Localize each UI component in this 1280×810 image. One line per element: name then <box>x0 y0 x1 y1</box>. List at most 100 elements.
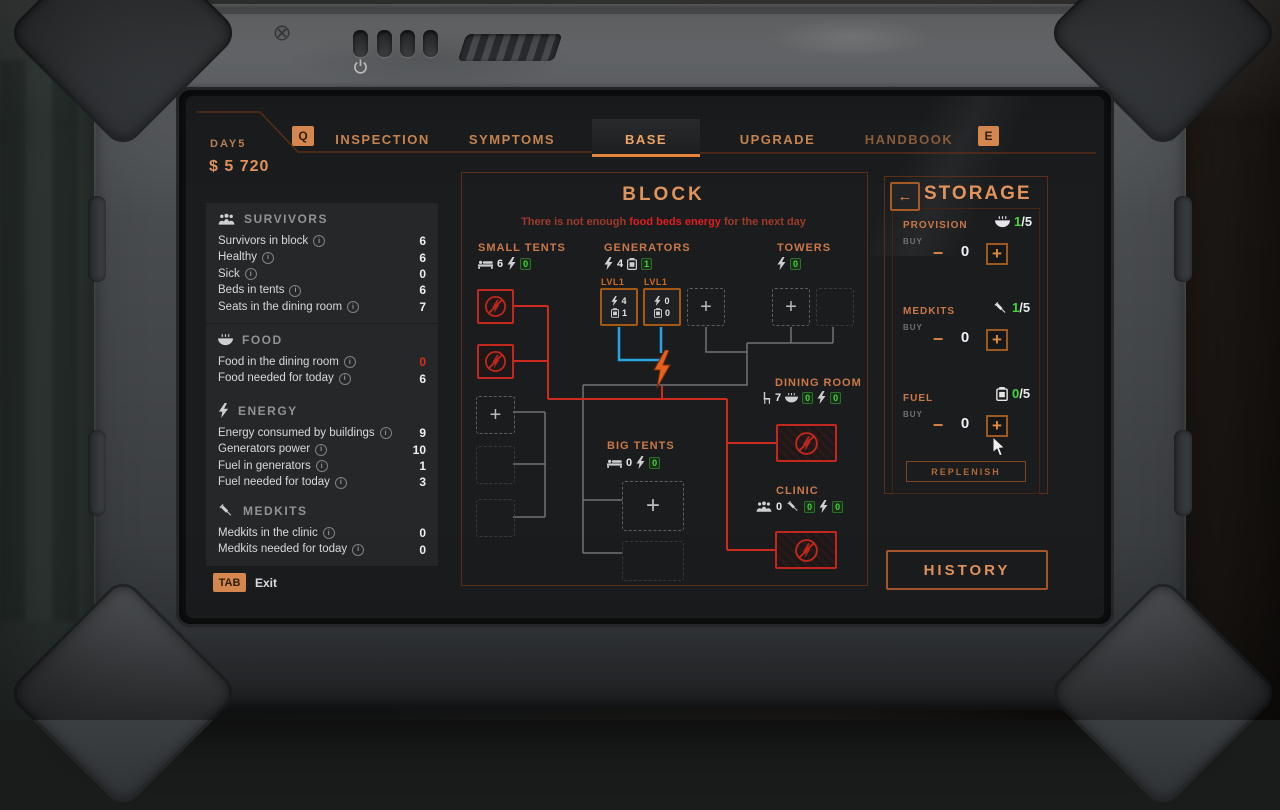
generator-level: LVL1 <box>644 277 668 287</box>
tower-build-slot[interactable]: + <box>772 288 810 326</box>
tab-inspection[interactable]: INSPECTION <box>335 131 430 147</box>
small-tent-building-no-power[interactable] <box>477 289 514 324</box>
device-side-bumper <box>1174 196 1192 282</box>
dining-room-stats: 7 0 0 <box>763 391 842 404</box>
tab-base[interactable]: BASE <box>624 131 668 147</box>
generator-building[interactable]: 0 0 <box>643 288 681 326</box>
energy-icon <box>817 391 826 404</box>
clinic-label: CLINIC <box>776 485 819 497</box>
food-icon <box>785 392 799 402</box>
hotkey-q-badge[interactable]: Q <box>292 126 314 146</box>
small-tents-label: SMALL TENTS <box>478 242 566 254</box>
device-side-bumper <box>1174 430 1192 516</box>
tab-upgrade[interactable]: UPGRADE <box>739 131 816 147</box>
small-tent-building-no-power[interactable] <box>477 344 514 379</box>
day-counter: DAY5 <box>210 138 247 150</box>
generators-label: GENERATORS <box>604 242 691 254</box>
replenish-button[interactable]: REPLENISH <box>906 461 1026 482</box>
dining-room-label: DINING ROOM <box>775 377 862 389</box>
device-button <box>353 30 368 57</box>
info-icon[interactable]: i <box>244 268 257 281</box>
device-button <box>423 30 438 57</box>
panel-title: SURVIVORS <box>244 212 328 226</box>
provision-label: PROVISION <box>903 220 968 231</box>
people-icon <box>218 213 235 225</box>
info-icon[interactable]: i <box>315 460 328 473</box>
medkits-decrease-button[interactable]: − <box>932 328 944 349</box>
info-icon[interactable]: i <box>338 372 351 385</box>
provision-stock: 1/5 <box>995 214 1032 229</box>
bed-icon <box>478 260 493 269</box>
device-vent-grille <box>457 34 563 61</box>
fuel-decrease-button[interactable]: − <box>932 414 944 435</box>
device-side-bumper <box>88 196 106 282</box>
energy-icon <box>604 257 613 270</box>
provision-decrease-button[interactable]: − <box>932 242 944 263</box>
storage-inner-frame <box>892 208 1040 494</box>
medkits-increase-button[interactable]: + <box>986 329 1008 351</box>
power-icon <box>354 59 367 74</box>
food-icon <box>995 215 1010 227</box>
tab-symptoms[interactable]: SYMPTOMS <box>468 131 556 147</box>
dining-room-building-no-power[interactable] <box>776 424 837 462</box>
small-tent-build-slot[interactable]: + <box>476 396 515 434</box>
locked-build-slot <box>622 541 684 581</box>
medkits-label: MEDKITS <box>903 306 955 317</box>
fuel-icon <box>996 386 1008 401</box>
provision-increase-button[interactable]: + <box>986 243 1008 265</box>
device-side-bumper <box>88 430 106 516</box>
generators-stats: 4 1 <box>604 257 653 270</box>
energy-icon <box>611 296 619 306</box>
buy-label: BUY <box>903 410 923 419</box>
panel-title: MEDKITS <box>243 503 308 518</box>
exit-key-badge[interactable]: TAB <box>213 573 246 592</box>
history-button[interactable]: HISTORY <box>886 550 1048 590</box>
generator-build-slot[interactable]: + <box>687 288 725 326</box>
energy-icon <box>777 257 786 270</box>
exit-label: Exit <box>255 576 278 590</box>
storage-title: STORAGE <box>924 183 1032 204</box>
info-icon[interactable]: i <box>334 476 347 489</box>
buy-label: BUY <box>903 323 923 332</box>
info-icon[interactable]: i <box>352 543 365 556</box>
locked-build-slot <box>476 499 515 537</box>
info-icon[interactable]: i <box>262 251 274 264</box>
energy-icon <box>218 403 229 418</box>
block-title: BLOCK <box>622 184 705 205</box>
big-tent-build-slot[interactable]: + <box>622 481 684 531</box>
info-icon[interactable]: i <box>379 427 392 440</box>
device-top-band <box>114 14 1166 90</box>
info-icon[interactable]: i <box>343 356 356 369</box>
syringe-icon <box>787 500 798 512</box>
info-icon[interactable]: i <box>289 284 302 297</box>
hotkey-e-badge[interactable]: E <box>978 126 999 146</box>
generator-building[interactable]: 4 1 <box>600 288 638 326</box>
clinic-building-no-power[interactable] <box>775 531 837 569</box>
fuel-icon <box>610 308 619 318</box>
fuel-increase-button[interactable]: + <box>986 415 1008 437</box>
big-tents-label: BIG TENTS <box>607 440 675 452</box>
power-surge-icon <box>653 350 671 388</box>
resource-warning: There is not enough food beds energy for… <box>521 216 806 228</box>
energy-icon <box>636 456 645 469</box>
fuel-stock: 0/5 <box>996 386 1030 401</box>
info-icon[interactable]: i <box>315 443 328 456</box>
tab-handbook[interactable]: HANDBOOK <box>864 131 954 147</box>
info-icon[interactable]: i <box>322 527 335 540</box>
chair-icon <box>763 391 771 404</box>
storage-back-button[interactable]: ← <box>890 182 920 211</box>
energy-icon <box>507 257 516 270</box>
bed-icon <box>607 459 622 468</box>
info-icon[interactable]: i <box>347 301 360 313</box>
people-icon <box>756 501 772 512</box>
no-power-icon <box>485 296 506 317</box>
info-icon[interactable]: i <box>313 235 326 248</box>
